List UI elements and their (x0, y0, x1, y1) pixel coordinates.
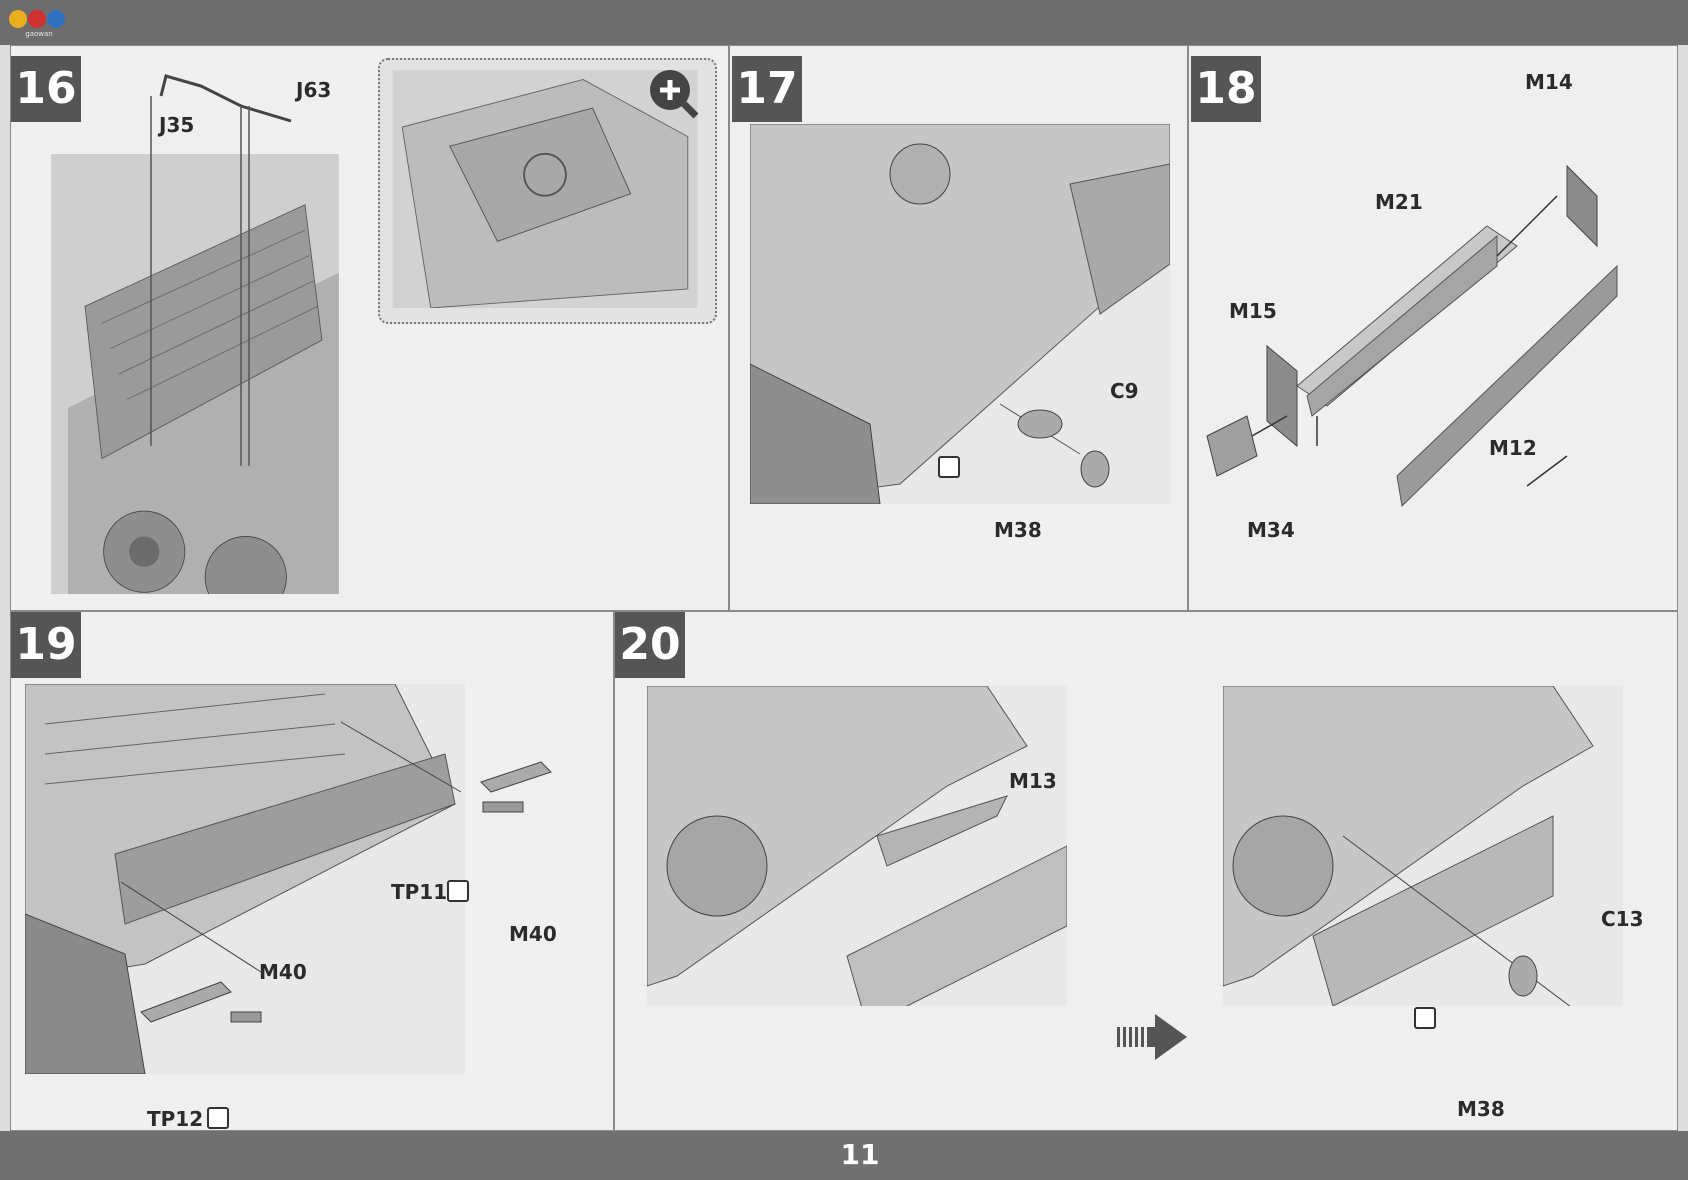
rear-hull-box-illustration-after (1223, 686, 1623, 1006)
step-number: 17 (732, 56, 802, 122)
step-number: 18 (1191, 56, 1261, 122)
step-number: 19 (11, 612, 81, 678)
stowage-box-parts-illustration (1206, 164, 1618, 508)
bottom-bar: 11 (0, 1131, 1688, 1180)
tank-rear-plate-illustration (25, 684, 465, 1074)
glue-icon (207, 1107, 229, 1129)
tank-hull-rear-illustration (750, 124, 1170, 504)
part-label-m38: M38 (1457, 1097, 1505, 1121)
zoom-detail-illustration (392, 70, 698, 308)
glue-icon (1414, 1007, 1436, 1029)
towing-bracket-parts (120, 721, 552, 1023)
part-label-m12: M12 (1489, 436, 1537, 460)
part-label-tp12: TP12 (147, 1107, 204, 1131)
step-number: 16 (11, 56, 81, 122)
part-label-m40: M40 (509, 922, 557, 946)
part-label-m40: M40 (259, 960, 307, 984)
part-label-j35: J35 (159, 113, 195, 137)
arrow-right-icon (1117, 1014, 1187, 1060)
part-label-m13: M13 (1009, 769, 1057, 793)
part-label-j63: J63 (296, 78, 332, 102)
part-label-m15: M15 (1229, 299, 1277, 323)
rear-hull-box-illustration-before (647, 686, 1067, 1006)
part-label-c13: C13 (1601, 907, 1644, 931)
site-logo: gaowan (9, 10, 65, 38)
zoom-detail-frame (378, 58, 717, 324)
tank-rear-deck-illustration (51, 154, 339, 594)
svg-text:gaowan: gaowan (25, 30, 52, 38)
part-label-m21: M21 (1375, 190, 1423, 214)
step-20-panel: 20 M13 C13 M38 (614, 611, 1678, 1131)
page-number: 11 (840, 1138, 880, 1171)
step-18-panel: 18 M14 M21 M15 M12 M34 (1188, 45, 1678, 611)
glue-icon (447, 880, 469, 902)
step-19-panel: 19 TP11 M40 M40 TP12 (10, 611, 614, 1131)
zoom-icon (650, 70, 699, 119)
part-label-tp11: TP11 (391, 880, 448, 904)
glue-icon (938, 456, 960, 478)
part-label-m38: M38 (994, 518, 1042, 542)
step-17-panel: 17 C9 M38 (729, 45, 1188, 611)
step-number: 20 (615, 612, 685, 678)
handle-parts (150, 74, 292, 466)
step-16-panel: 16 J35 J63 (10, 45, 729, 611)
top-bar: gaowan (0, 0, 1688, 45)
part-label-c9: C9 (1110, 379, 1139, 403)
part-label-m34: M34 (1247, 518, 1295, 542)
part-label-m14: M14 (1525, 70, 1573, 94)
